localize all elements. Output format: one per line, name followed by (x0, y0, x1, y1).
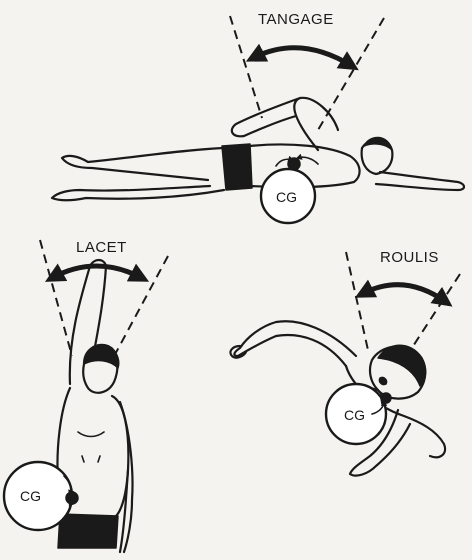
roll-swimmer-reaching-arm (234, 321, 356, 366)
yaw-swimmer-trunks (58, 514, 118, 548)
horizontal-swimmer (52, 98, 464, 200)
roll-cg-marker: CG (326, 384, 391, 444)
yaw-swimmer-raised-arm (70, 260, 106, 384)
roll-cg-point (381, 393, 391, 403)
yaw-rotation-arrow (52, 266, 142, 278)
roll-swimmer-face (379, 377, 386, 384)
pitch-cg-arrow-right (298, 157, 318, 164)
roll-panel: ROULIS CG (230, 249, 460, 476)
yaw-label: LACET (76, 239, 127, 256)
roll-cg-text: CG (344, 407, 365, 423)
pitch-rotation-arrow (253, 48, 352, 66)
yaw-cg-point (66, 492, 78, 504)
yaw-swimmer-chest-lines (78, 432, 104, 462)
yaw-swimmer-lower-arm (120, 402, 133, 552)
pitch-swimmer-cap (364, 137, 392, 150)
roll-axis-line-left (346, 252, 368, 350)
pitch-swimmer-legs (52, 148, 224, 200)
yaw-panel: LACET CG (4, 239, 168, 552)
yaw-swimmer-cap (84, 345, 119, 368)
pitch-panel: TANGAGE CG (52, 11, 464, 223)
pitch-label: TANGAGE (258, 11, 334, 28)
roll-label: ROULIS (380, 249, 439, 266)
pitch-cg-text: CG (276, 189, 297, 205)
pitch-swimmer-extended-arm (376, 172, 464, 190)
pitch-swimmer-trunks (222, 144, 252, 190)
yaw-cg-text: CG (20, 488, 41, 504)
yaw-axis-line-left (40, 240, 72, 356)
pitch-cg-marker: CG (261, 157, 318, 223)
pitch-axis-line-left (230, 16, 262, 118)
roll-rotation-arrow (362, 285, 446, 302)
